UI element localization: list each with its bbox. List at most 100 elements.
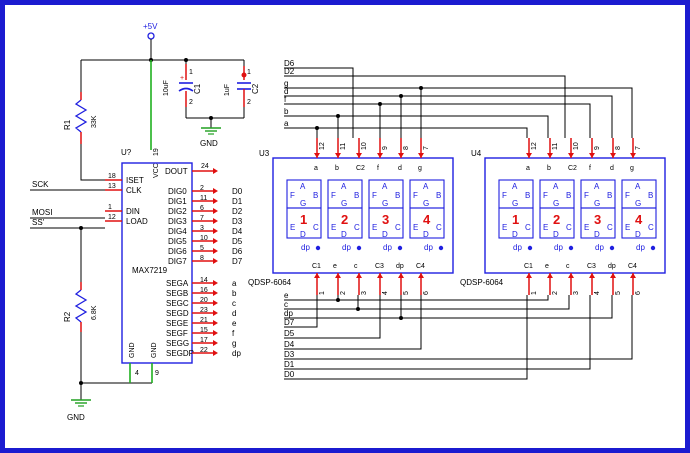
net-label-dig: D6 (232, 247, 243, 256)
display-bottom-pin-num: 1 (319, 291, 326, 295)
display-top-pin-num: 12 (531, 142, 538, 150)
svg-text:A: A (635, 182, 641, 191)
svg-text:dp: dp (554, 243, 563, 252)
chip-seg-pin-name: SEGE (166, 319, 188, 328)
net-label-seg: g (232, 339, 236, 348)
svg-text:B: B (354, 191, 359, 200)
svg-text:F: F (625, 191, 630, 200)
chip-seg-pin-name: SEGA (166, 279, 189, 288)
digit-number: 1 (512, 212, 519, 227)
net-label-dig: D2 (232, 207, 243, 216)
net-label-top: a (284, 119, 289, 128)
display-bottom-pin-name: c (354, 263, 358, 270)
svg-text:D: D (382, 230, 388, 239)
net-label-bottom: D0 (284, 370, 295, 379)
svg-text:A: A (553, 182, 559, 191)
chip-dig-pin-num: 7 (200, 215, 204, 222)
svg-text:B: B (607, 191, 612, 200)
chip-seg-pin-name: SEGF (166, 329, 188, 338)
net-label-seg: e (232, 319, 237, 328)
chip-seg-pin-name: SEGC (166, 299, 189, 308)
display-top-pin-name: g (630, 165, 634, 172)
svg-text:G: G (512, 199, 518, 208)
net-label-top: d (284, 87, 288, 96)
svg-text:B: B (395, 191, 400, 200)
display-top-pin-num: 11 (340, 143, 347, 150)
svg-text:A: A (341, 182, 347, 191)
chip-seg-pin-name: SEGD (166, 309, 189, 318)
display-bottom-pin-name: c (566, 263, 570, 270)
net-label-seg: a (232, 279, 237, 288)
svg-text:C: C (648, 223, 654, 232)
svg-text:dp: dp (636, 243, 645, 252)
chip-dig-pin-name: DIG5 (168, 237, 187, 246)
display-bottom-pin-num: 6 (423, 291, 430, 295)
chip-dig-pin-name: DIG7 (168, 257, 187, 266)
chip-seg-pin-name: SEGB (166, 289, 188, 298)
display-ref: U4 (471, 149, 482, 158)
display-bottom-pin-name: C1 (312, 263, 321, 270)
svg-text:F: F (502, 191, 507, 200)
digit-number: 1 (300, 212, 307, 227)
chip-dig-pin-num: 6 (200, 205, 204, 212)
svg-text:E: E (625, 223, 630, 232)
digit-number: 3 (382, 212, 389, 227)
svg-text:C: C (395, 223, 401, 232)
svg-text:E: E (290, 223, 295, 232)
display-u4: U4QDSP-606412a11b10C29f8d7g1C12e3c4C35dp… (460, 138, 666, 295)
net-label-bottom: D7 (284, 318, 295, 327)
chip-seg-pin-num: 22 (200, 347, 208, 354)
display-top-pin-num: 8 (615, 146, 622, 150)
display-top-pin-num: 7 (635, 146, 642, 150)
chip-dig-pin-name: DIG2 (168, 207, 187, 216)
svg-text:D: D (594, 230, 600, 239)
svg-text:D: D (300, 230, 306, 239)
svg-text:E: E (584, 223, 589, 232)
svg-text:GND: GND (151, 342, 158, 358)
display-bottom-pin-num: 5 (615, 291, 622, 295)
svg-text:F: F (372, 191, 377, 200)
display-top-pin-num: 11 (552, 143, 559, 150)
svg-text:2: 2 (247, 99, 251, 106)
display-part: QDSP-6064 (248, 278, 292, 287)
display-top-pin-name: f (589, 165, 591, 172)
digit-number: 2 (341, 212, 348, 227)
svg-text:C: C (436, 223, 442, 232)
chip-left-pin-num: 13 (108, 183, 116, 190)
digit-number: 3 (594, 212, 601, 227)
display-ref: U3 (259, 149, 270, 158)
chip-dig-pin-name: DIG0 (168, 187, 187, 196)
net-label-bottom: D1 (284, 360, 295, 369)
svg-text:D: D (341, 230, 347, 239)
display-top-pin-name: C2 (568, 165, 577, 172)
display-bottom-pin-name: C3 (587, 263, 596, 270)
svg-text:1: 1 (247, 69, 251, 76)
display-bottom-pin-num: 3 (361, 291, 368, 295)
svg-text:C: C (607, 223, 613, 232)
svg-text:B: B (436, 191, 441, 200)
svg-text:F: F (543, 191, 548, 200)
svg-text:B: B (313, 191, 318, 200)
svg-text:2: 2 (189, 99, 193, 106)
net-label-seg: d (232, 309, 236, 318)
chip-dig-pin-name: DIG6 (168, 247, 187, 256)
ground-symbol-caps: GND (200, 127, 221, 148)
net-label-bottom: D4 (284, 340, 295, 349)
svg-text:C: C (313, 223, 319, 232)
display-top-pin-name: b (547, 165, 551, 172)
display-bottom-pin-name: dp (608, 263, 616, 270)
svg-text:dp: dp (595, 243, 604, 252)
net-label-seg: f (232, 329, 235, 338)
net-label-dig: D5 (232, 237, 243, 246)
capacitor-c1: 1 + 2 C1 10uF (163, 60, 202, 118)
chip-left-pin-num: 12 (108, 214, 116, 221)
display-top-pin-num: 10 (361, 142, 368, 150)
display-top-pin-num: 7 (423, 146, 430, 150)
display-bottom-pin-num: 2 (552, 291, 559, 295)
svg-text:C: C (525, 223, 531, 232)
svg-text:G: G (553, 199, 559, 208)
display-top-pin-name: f (377, 165, 379, 172)
